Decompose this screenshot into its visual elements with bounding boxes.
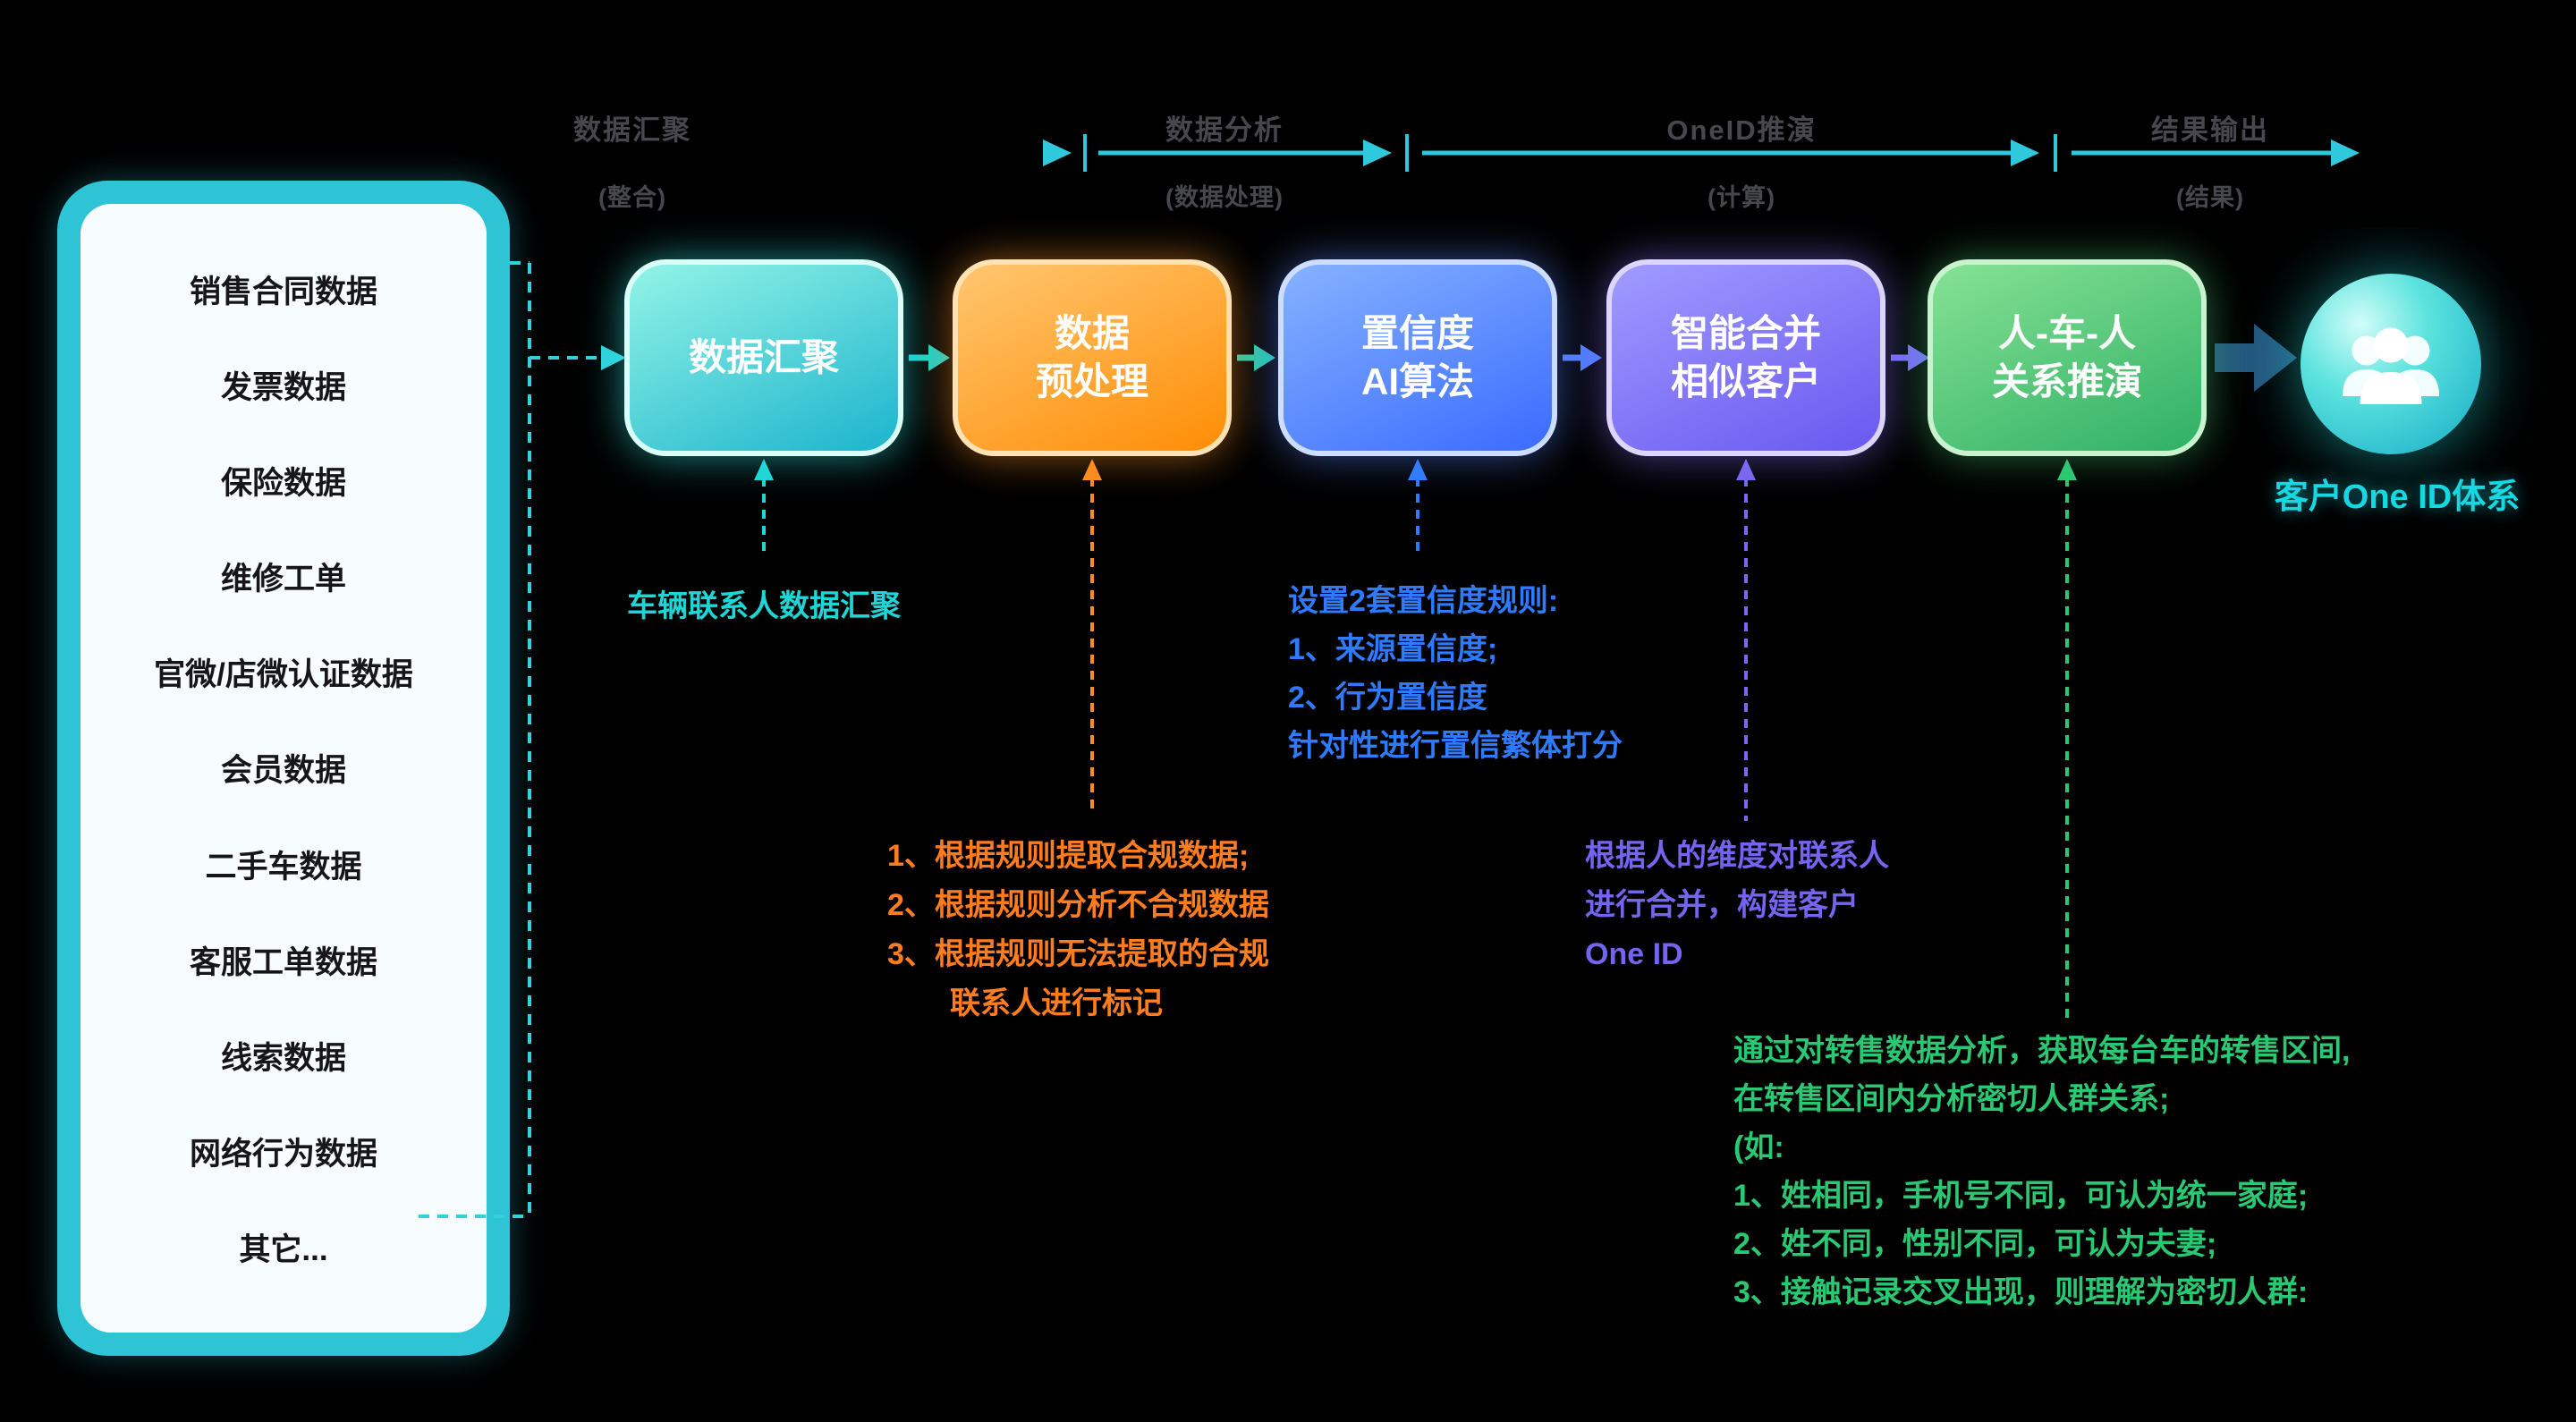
note-line: 2、行为置信度 bbox=[1288, 681, 1487, 715]
result-arrow bbox=[2215, 324, 2297, 392]
data-sources-list: 销售合同数据 发票数据 保险数据 维修工单 官微/店微认证数据 会员数据 二手车… bbox=[80, 204, 487, 1333]
data-source-item: 销售合同数据 bbox=[189, 275, 377, 310]
phase-title: 数据分析 bbox=[1165, 114, 1284, 146]
data-source-item: 其它... bbox=[239, 1232, 328, 1267]
phase-subtitle: (数据处理) bbox=[1165, 184, 1284, 211]
step-label: 人-车-人 bbox=[1998, 312, 2136, 355]
note-line: 通过对转售数据分析，获取每台车的转售区间, bbox=[1733, 1034, 2351, 1068]
step-label: 置信度 bbox=[1360, 312, 1474, 355]
note-line: 3、接触记录交叉出现，则理解为密切人群: bbox=[1733, 1275, 2309, 1309]
data-source-item: 网络行为数据 bbox=[189, 1136, 377, 1172]
step-box-data-aggregation: 数据汇聚 bbox=[624, 259, 903, 456]
step-box-smart-merge: 智能合并 相似客户 bbox=[1606, 259, 1885, 456]
note-line: One ID bbox=[1585, 937, 1683, 971]
data-source-item: 保险数据 bbox=[220, 466, 346, 502]
note-line: 在转售区间内分析密切人群关系; bbox=[1733, 1082, 2170, 1116]
data-sources-panel: 销售合同数据 发票数据 保险数据 维修工单 官微/店微认证数据 会员数据 二手车… bbox=[57, 181, 510, 1356]
note-line: 针对性进行置信繁体打分 bbox=[1288, 729, 1623, 763]
note-line: 2、根据规则分析不合规数据 bbox=[887, 888, 1269, 922]
phase-title: 数据汇聚 bbox=[573, 114, 691, 146]
note-line: 3、根据规则无法提取的合规 bbox=[887, 937, 1269, 971]
step-label: 数据汇聚 bbox=[688, 336, 839, 379]
data-source-item: 会员数据 bbox=[220, 753, 346, 789]
note-line: 进行合并，构建客户 bbox=[1585, 888, 1859, 922]
phase-header-analysis: 数据分析 (数据处理) bbox=[1165, 107, 1284, 213]
phase-subtitle: (整合) bbox=[598, 184, 666, 211]
note-line: 1、根据规则提取合规数据; bbox=[887, 839, 1250, 873]
phase-header-oneid: OneID推演 (计算) bbox=[1666, 107, 1816, 213]
note-line: 车辆联系人数据汇聚 bbox=[627, 589, 901, 623]
step-label: 相似客户 bbox=[1670, 360, 1821, 402]
note-merge: 根据人的维度对联系人 进行合并，构建客户 One ID bbox=[1585, 832, 1889, 979]
customer-oneid-icon bbox=[2301, 274, 2481, 454]
data-source-item: 维修工单 bbox=[220, 562, 346, 597]
phase-title: OneID推演 bbox=[1666, 114, 1817, 146]
phase-title: 结果输出 bbox=[2151, 114, 2269, 146]
phase-subtitle: (计算) bbox=[1707, 184, 1775, 211]
step-label: 预处理 bbox=[1035, 360, 1148, 402]
note-line: 根据人的维度对联系人 bbox=[1585, 839, 1889, 873]
step-box-data-preprocessing: 数据 预处理 bbox=[953, 259, 1232, 456]
sources-connector-arrowhead bbox=[601, 345, 626, 370]
data-source-item: 线索数据 bbox=[220, 1040, 346, 1076]
note-line: (如: bbox=[1733, 1130, 1784, 1164]
data-source-item: 客服工单数据 bbox=[189, 944, 377, 980]
step-label: AI算法 bbox=[1360, 360, 1474, 402]
step-label: 数据 bbox=[1054, 312, 1130, 355]
note-line: 1、姓相同，手机号不同，可认为统一家庭; bbox=[1733, 1179, 2309, 1213]
phase-header-aggregation: 数据汇聚 (整合) bbox=[573, 107, 691, 213]
note-line: 设置2套置信度规则: bbox=[1288, 584, 1559, 618]
result-label: 客户One ID体系 bbox=[2274, 478, 2521, 516]
step-box-person-car-person: 人-车-人 关系推演 bbox=[1928, 259, 2207, 456]
data-source-item: 发票数据 bbox=[220, 370, 346, 406]
phase-header-output: 结果输出 (结果) bbox=[2151, 107, 2269, 213]
note-aggregation: 车辆联系人数据汇聚 bbox=[585, 581, 943, 625]
people-group-icon bbox=[2343, 327, 2439, 404]
note-line: 联系人进行标记 bbox=[950, 986, 1163, 1020]
note-preprocess: 1、根据规则提取合规数据; 2、根据规则分析不合规数据 3、根据规则无法提取的合… bbox=[887, 832, 1269, 1028]
step-label: 关系推演 bbox=[1991, 360, 2142, 402]
data-source-item: 二手车数据 bbox=[205, 849, 362, 885]
note-line: 1、来源置信度; bbox=[1288, 632, 1498, 666]
phase-subtitle: (结果) bbox=[2176, 184, 2244, 211]
annotation-arrowheads bbox=[754, 459, 2077, 480]
note-line: 2、姓不同，性别不同，可认为夫妻; bbox=[1733, 1227, 2217, 1261]
note-confidence: 设置2套置信度规则: 1、来源置信度; 2、行为置信度 针对性进行置信繁体打分 bbox=[1288, 577, 1623, 770]
note-relation: 通过对转售数据分析，获取每台车的转售区间, 在转售区间内分析密切人群关系; (如… bbox=[1733, 1027, 2350, 1316]
step-box-confidence-ai: 置信度 AI算法 bbox=[1278, 259, 1557, 456]
step-label: 智能合并 bbox=[1670, 312, 1821, 355]
data-source-item: 官微/店微认证数据 bbox=[154, 657, 413, 693]
